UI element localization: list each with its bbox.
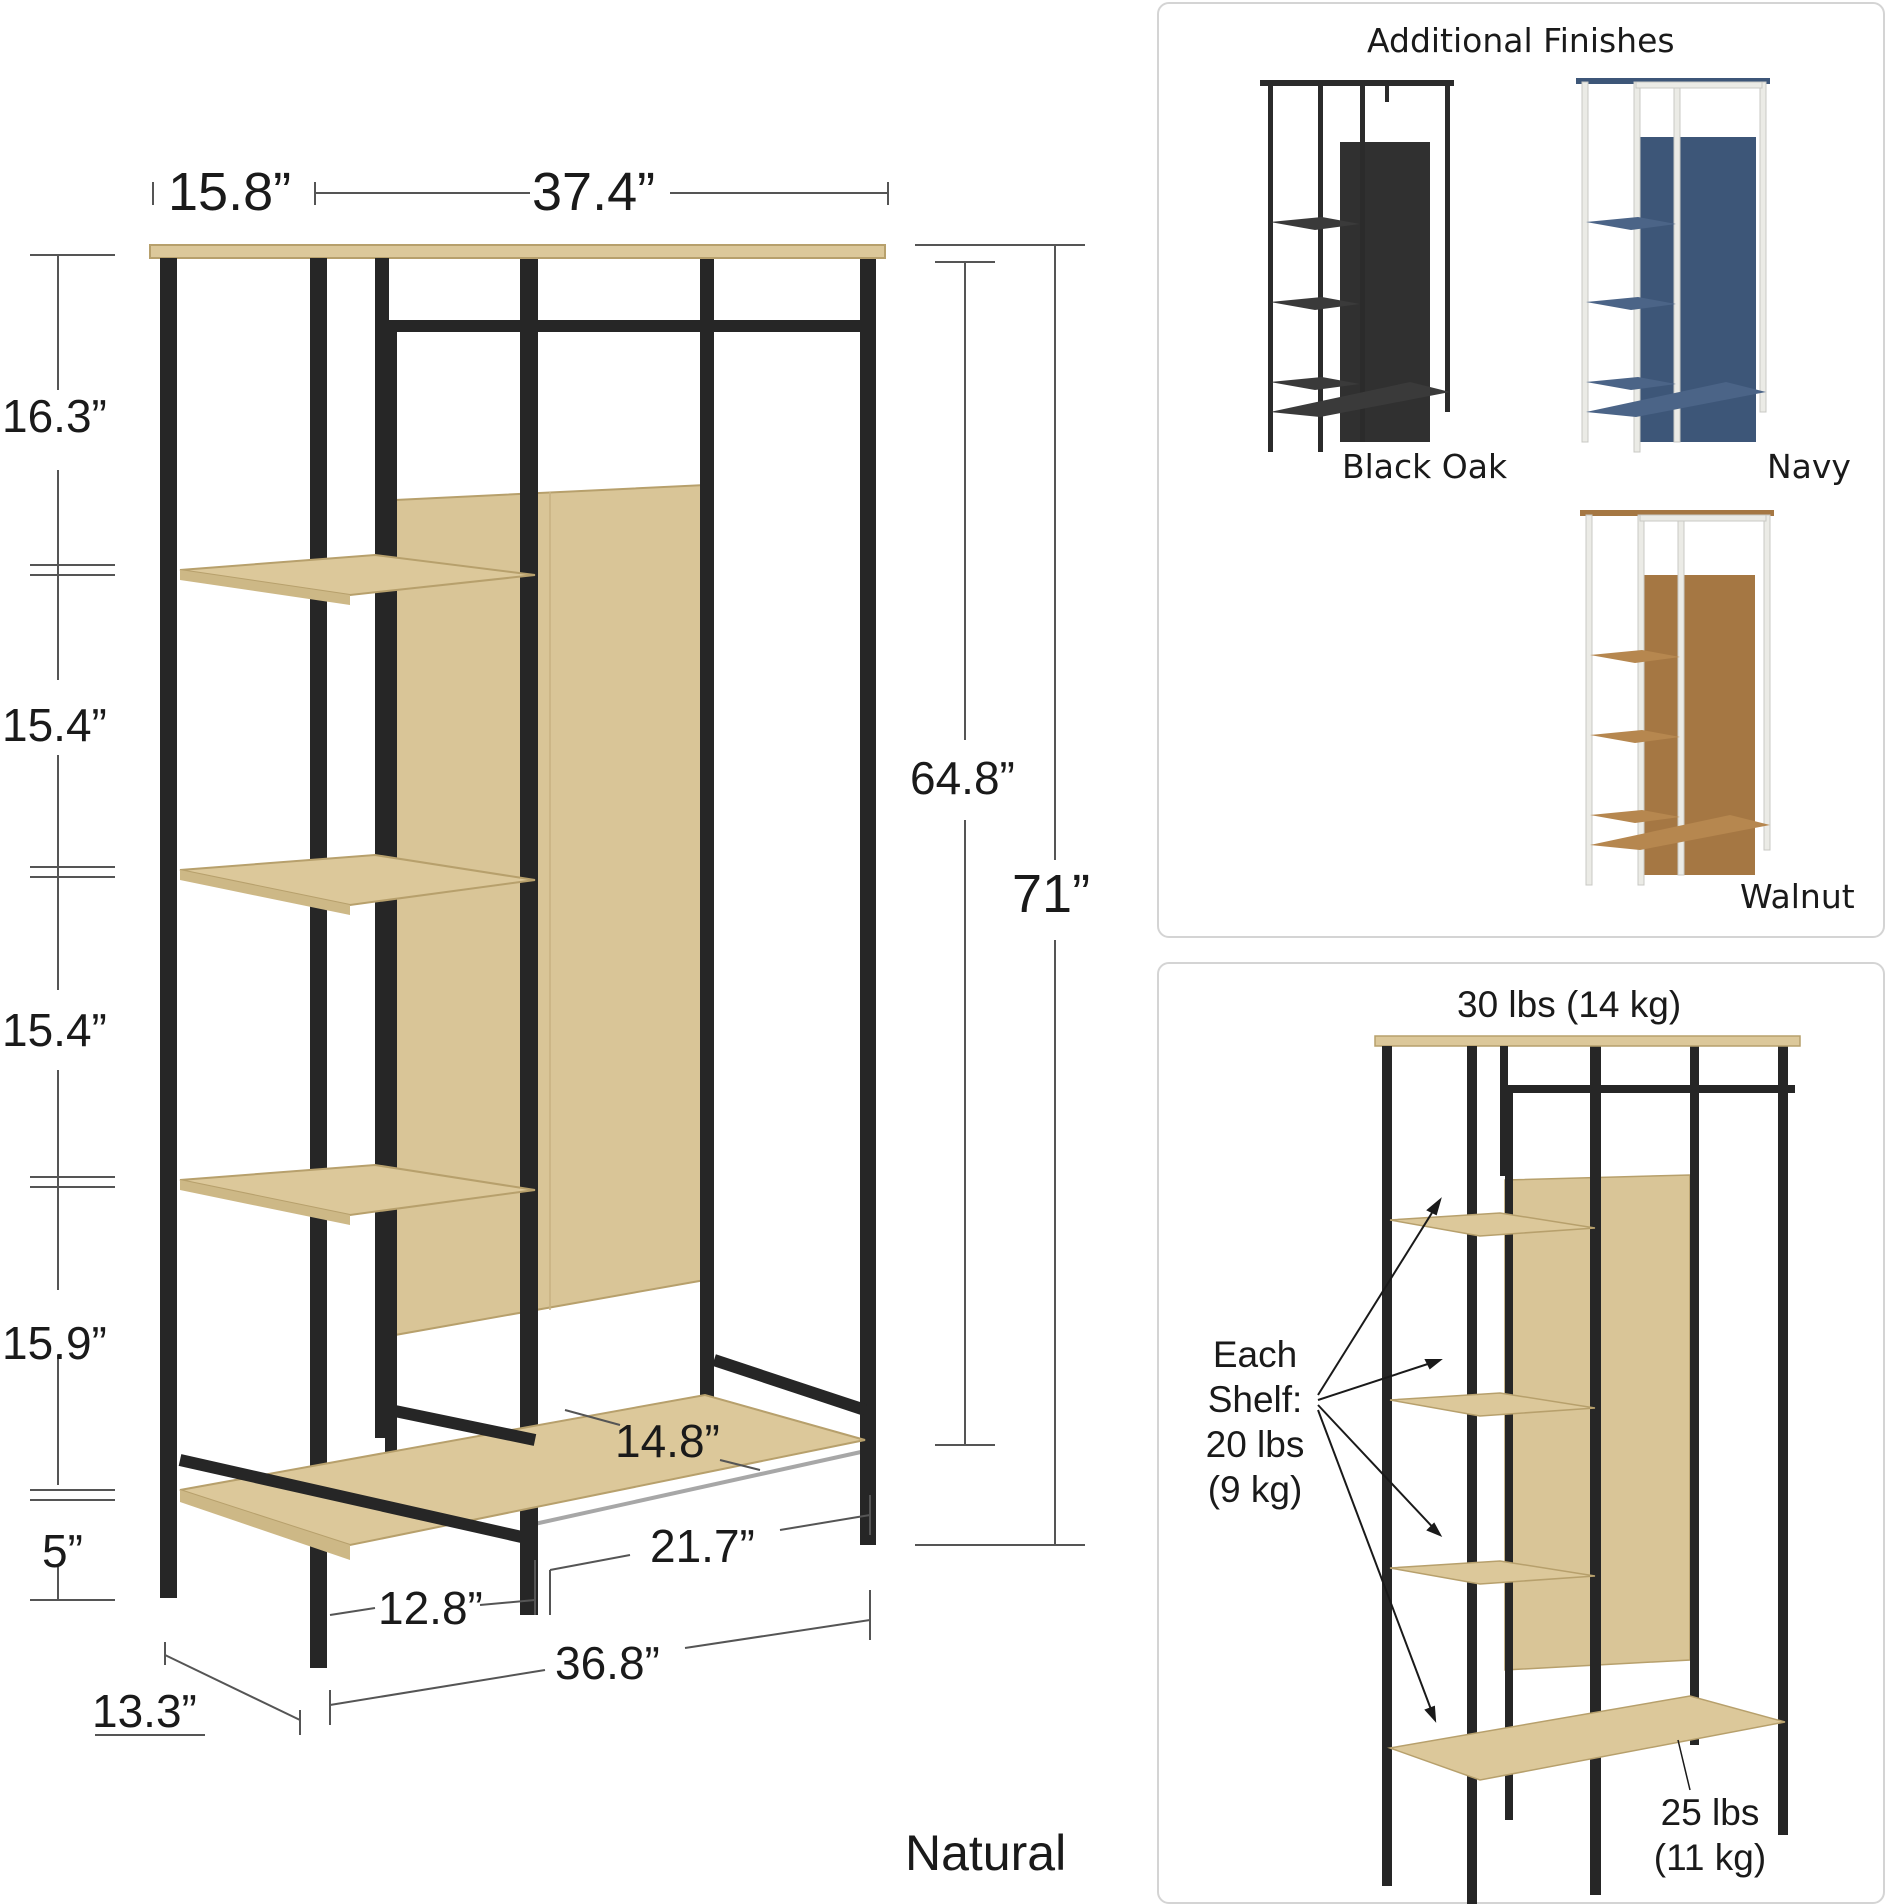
dim-base: 5”	[42, 1525, 83, 1577]
dim-tier-1: 16.3”	[2, 390, 107, 442]
dim-tier-2: 15.4”	[2, 699, 107, 751]
dim-shelf-depth: 14.8”	[615, 1415, 720, 1467]
finishes-title: Additional Finishes	[1367, 21, 1675, 60]
finish-label-walnut: Walnut	[1740, 877, 1855, 916]
capacity-bottom-shelf	[1387, 1695, 1786, 1781]
dim-base-width: 36.8”	[555, 1637, 660, 1689]
dim-total-height: 71”	[1012, 864, 1091, 924]
top-board	[149, 244, 886, 259]
black-oak-wardrobe-icon	[1260, 80, 1454, 452]
dim-depth-top: 15.8”	[168, 162, 292, 222]
hanging-frame-top	[385, 320, 875, 332]
dim-shelf-width: 12.8”	[378, 1582, 483, 1634]
dim-tier-3: 15.4”	[2, 1004, 107, 1056]
dim-base-depth: 13.3”	[92, 1685, 197, 1737]
finish-label-black-oak: Black Oak	[1342, 447, 1508, 486]
top-capacity-label: 30 lbs (14 kg)	[1457, 984, 1682, 1025]
finish-label-navy: Navy	[1767, 447, 1851, 486]
dim-inner-height: 64.8”	[910, 752, 1015, 804]
navy-wardrobe-icon	[1576, 78, 1770, 453]
capacity-shelf-3	[1389, 1560, 1596, 1585]
dim-tier-4: 15.9”	[2, 1317, 107, 1369]
shelf-capacity-label: Each Shelf: 20 lbs (9 kg)	[1205, 1334, 1305, 1511]
bottom-capacity-label: 25 lbs (11 kg)	[1653, 1792, 1767, 1879]
capacity-shelf-2	[1389, 1392, 1596, 1417]
dim-hanging-width: 21.7”	[650, 1520, 755, 1572]
walnut-wardrobe-icon	[1580, 510, 1774, 886]
shelf-2	[179, 853, 536, 907]
bottom-shelf	[179, 1393, 866, 1547]
capacity-shelf-1	[1389, 1212, 1596, 1237]
finish-label-natural: Natural	[905, 1825, 1067, 1881]
dim-width-top: 37.4”	[532, 162, 656, 222]
